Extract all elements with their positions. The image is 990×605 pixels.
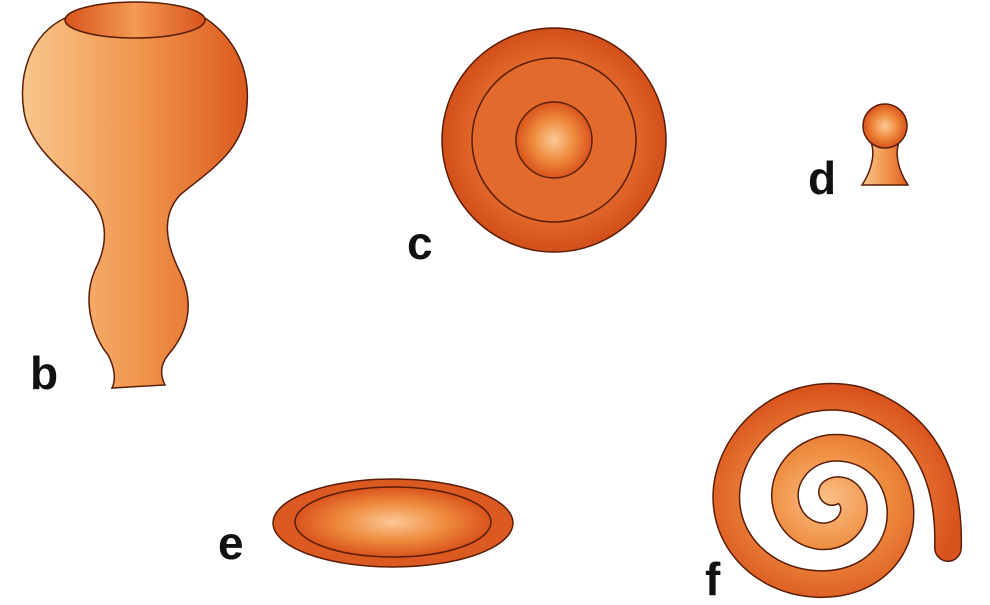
label-b: b xyxy=(30,350,58,396)
shape-d-knob xyxy=(862,104,908,185)
knob-head xyxy=(863,104,907,148)
label-f: f xyxy=(705,556,720,602)
label-e: e xyxy=(218,520,244,566)
label-d: d xyxy=(808,155,836,201)
flask-body xyxy=(23,12,248,388)
shape-e-dish xyxy=(273,479,513,567)
dish-inner xyxy=(295,487,491,557)
spiral-fill xyxy=(726,397,948,584)
disc-center xyxy=(516,102,592,178)
flask-mouth xyxy=(65,2,205,38)
shape-f-spiral xyxy=(726,397,948,584)
shape-b-flask xyxy=(23,2,248,388)
shape-c-disc xyxy=(442,28,666,252)
label-c: c xyxy=(407,220,433,266)
